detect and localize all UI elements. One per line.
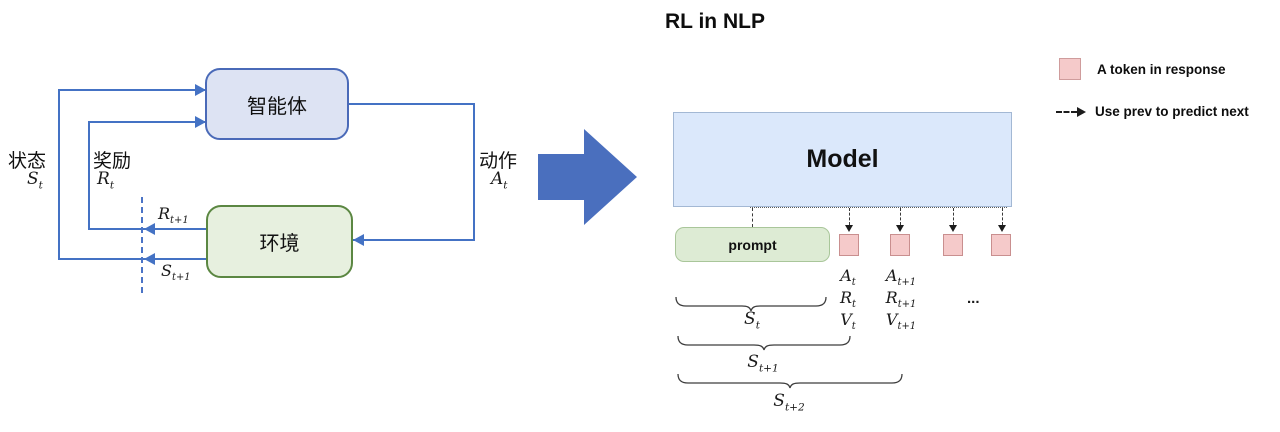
r-t1-symbol: Rt+1 xyxy=(885,288,917,311)
big-right-arrow-icon xyxy=(538,129,637,225)
drop-line-token-2 xyxy=(900,208,901,225)
arrowhead-into-env-action-icon xyxy=(353,234,364,246)
next-state-line xyxy=(58,258,206,260)
agent-box: 智能体 xyxy=(205,68,349,140)
r-t-symbol: Rt xyxy=(839,288,857,311)
reward-symbol: Rt xyxy=(97,169,115,192)
arrowhead-next-reward-icon xyxy=(144,223,155,235)
agent-label: 智能体 xyxy=(247,95,307,118)
action-line-top xyxy=(349,103,475,105)
next-state-symbol: St+1 xyxy=(161,261,191,284)
arrowhead-token-3-icon xyxy=(949,225,957,232)
legend-arrow-label: Use prev to predict next xyxy=(1095,104,1249,119)
arrowhead-token-1-icon xyxy=(845,225,853,232)
v-t-symbol: Vt xyxy=(840,310,856,333)
action-label: 动作 xyxy=(479,151,518,172)
arrowhead-token-4-icon xyxy=(998,225,1006,232)
ellipsis-label: ... xyxy=(967,290,980,307)
brace-s-t2-symbol: St+2 xyxy=(773,391,805,414)
prompt-label: prompt xyxy=(728,236,777,253)
state-brace-3 xyxy=(677,373,903,389)
action-line-bottom xyxy=(353,239,475,241)
reward-line-vertical xyxy=(88,121,90,230)
legend-token-label: A token in response xyxy=(1097,62,1226,77)
brace-s-t-symbol: St xyxy=(744,309,760,332)
a-t1-symbol: At+1 xyxy=(885,266,917,289)
drop-line-token-4 xyxy=(1002,208,1003,225)
model-box: Model xyxy=(673,112,1012,207)
state-label: 状态 xyxy=(8,151,47,172)
token-square-2 xyxy=(890,234,910,256)
state-symbol: St xyxy=(27,169,43,192)
timestep-dashed-line xyxy=(141,197,143,293)
legend-token-square-icon xyxy=(1059,58,1081,80)
environment-box: 环境 xyxy=(206,205,353,278)
v-t1-symbol: Vt+1 xyxy=(885,310,917,333)
state-brace-1 xyxy=(675,296,827,312)
token-square-1 xyxy=(839,234,859,256)
legend-dashed-arrow-icon xyxy=(1056,111,1077,113)
state-line-top xyxy=(58,89,205,91)
token-square-4 xyxy=(991,234,1011,256)
state-brace-2 xyxy=(677,335,851,351)
environment-label: 环境 xyxy=(259,233,300,255)
prompt-box: prompt xyxy=(675,227,830,262)
brace-s-t1-symbol: St+1 xyxy=(747,352,779,375)
arrowhead-into-agent-state-icon xyxy=(195,84,206,96)
reward-label: 奖励 xyxy=(93,151,132,172)
state-line-vertical xyxy=(58,89,60,260)
a-t-symbol: At xyxy=(840,266,856,289)
action-symbol: At xyxy=(491,169,508,192)
next-reward-symbol: Rt+1 xyxy=(158,204,189,227)
model-label: Model xyxy=(806,145,879,173)
arrowhead-next-state-icon xyxy=(144,253,155,265)
legend-arrowhead-icon xyxy=(1077,107,1086,117)
action-line-vertical xyxy=(473,103,475,241)
page-title: RL in NLP xyxy=(665,10,765,33)
arrowhead-token-2-icon xyxy=(896,225,904,232)
token-square-3 xyxy=(943,234,963,256)
reward-line-top xyxy=(88,121,205,123)
drop-line-token-3 xyxy=(953,208,954,225)
drop-line-prompt xyxy=(752,208,753,227)
drop-line-token-1 xyxy=(849,208,850,225)
model-output-bus-line xyxy=(750,207,1007,208)
arrowhead-into-agent-reward-icon xyxy=(195,116,206,128)
